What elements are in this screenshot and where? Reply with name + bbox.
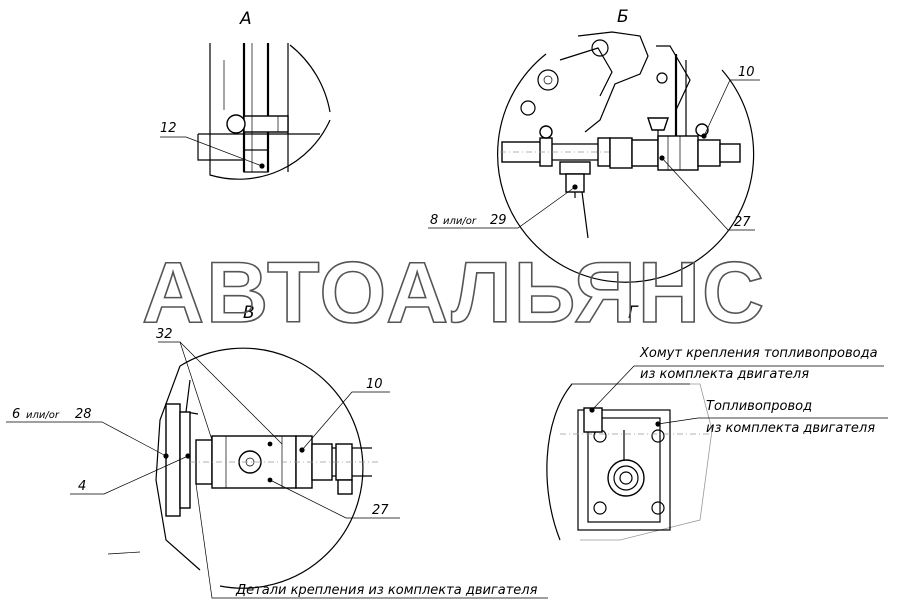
view-v-note: Детали крепления из комплекта двигателя xyxy=(235,583,538,598)
view-a-boundary xyxy=(209,43,331,180)
callout-12: 12 xyxy=(160,121,177,136)
view-b-letter: Б xyxy=(617,7,629,27)
view-g-note-clamp-1: Хомут крепления топливопровода xyxy=(639,346,878,361)
view-b-callout-8-or: или/or xyxy=(443,216,477,227)
view-a: А 12 xyxy=(160,9,331,180)
view-b-callout-8: 8 xyxy=(430,213,438,228)
view-g-boundary xyxy=(546,383,690,541)
view-b: Б xyxy=(428,7,760,283)
view-v-callout-27: 27 xyxy=(372,503,389,518)
view-v-callout-10: 10 xyxy=(366,377,383,392)
view-v-boundary xyxy=(179,347,364,589)
watermark-text: АВТОАЛЬЯНС xyxy=(142,245,766,341)
view-a-boundary-top xyxy=(289,44,331,113)
view-v-letter: В xyxy=(243,303,255,323)
view-g-note-clamp-2: из комплекта двигателя xyxy=(640,367,809,382)
view-b-callout-10: 10 xyxy=(738,65,755,80)
view-v-callout-6-or: или/or xyxy=(26,410,60,421)
view-b-callout-29: 29 xyxy=(490,213,507,228)
clamp-bolt-icon xyxy=(226,114,246,134)
view-v-callout-28: 28 xyxy=(75,407,92,422)
view-g: Г Хомут крепления топливопровода из комп… xyxy=(546,303,888,541)
view-v: В 32 10 6 или/or 28 xyxy=(6,303,548,599)
view-v-callout-32: 32 xyxy=(156,327,173,342)
view-v-callout-4: 4 xyxy=(78,479,86,494)
view-a-letter: А xyxy=(239,9,252,29)
view-g-note-pipe-1: Топливопровод xyxy=(706,399,812,414)
view-b-callout-27: 27 xyxy=(734,215,751,230)
view-g-note-pipe-2: из комплекта двигателя xyxy=(706,421,875,436)
view-b-boundary xyxy=(497,53,755,283)
view-v-callout-6: 6 xyxy=(12,407,20,422)
view-g-letter: Г xyxy=(628,303,639,323)
